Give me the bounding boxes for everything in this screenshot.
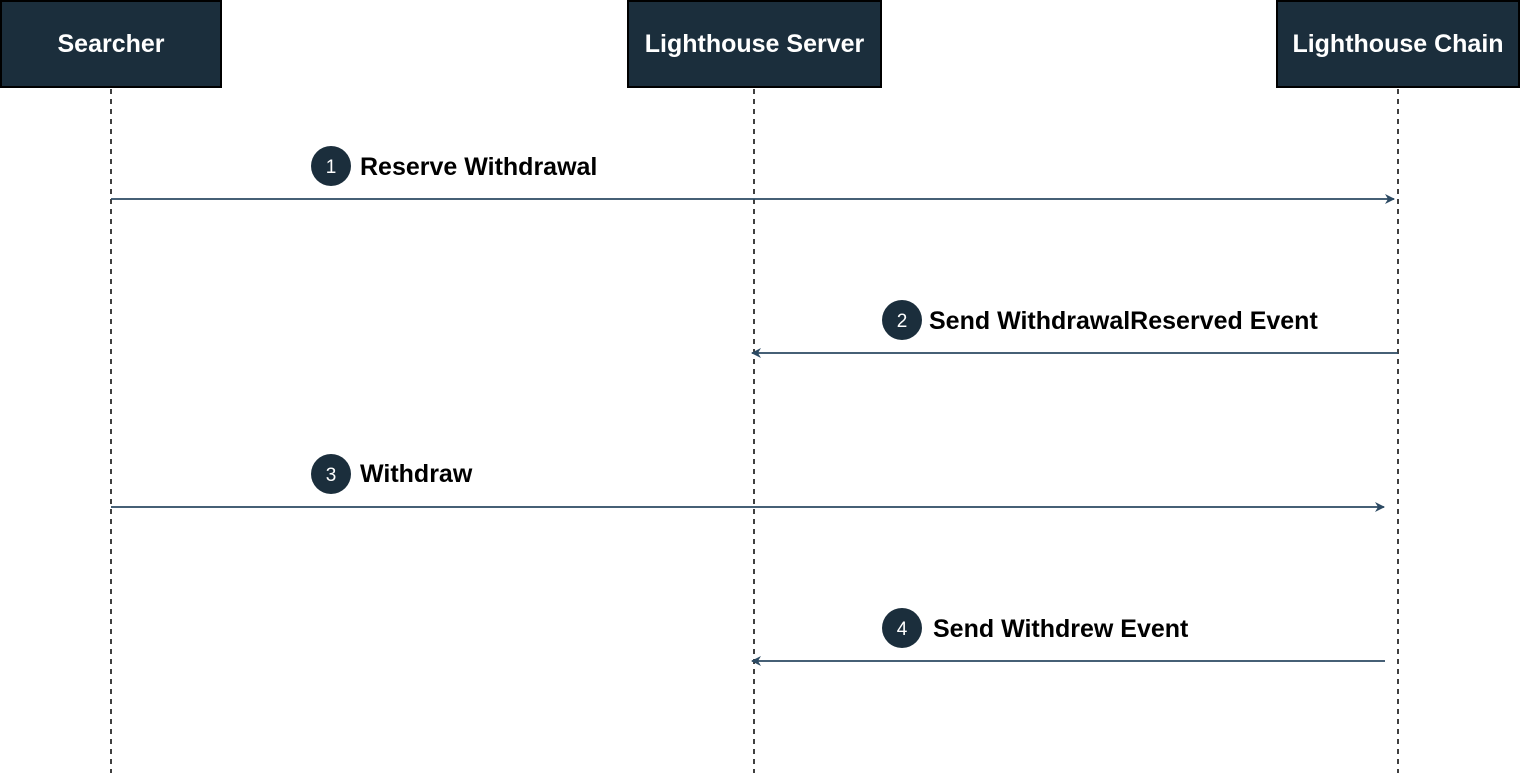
message-2: 2 Send WithdrawalReserved Event bbox=[751, 300, 1398, 358]
step-3-badge bbox=[311, 454, 351, 494]
step-3-number: 3 bbox=[326, 465, 337, 486]
actor-searcher-label: Searcher bbox=[57, 29, 165, 58]
message-3-label: Withdraw bbox=[360, 460, 473, 488]
actor-lighthouse-chain: Lighthouse Chain bbox=[1276, 0, 1520, 88]
message-4-label: Send Withdrew Event bbox=[933, 615, 1189, 643]
message-2-label: Send WithdrawalReserved Event bbox=[929, 307, 1318, 335]
step-2-number: 2 bbox=[897, 311, 908, 332]
actor-lighthouse-server-label: Lighthouse Server bbox=[644, 29, 865, 58]
message-4: 4 Send Withdrew Event bbox=[751, 608, 1385, 666]
actor-lighthouse-chain-label: Lighthouse Chain bbox=[1292, 29, 1504, 58]
step-1-number: 1 bbox=[326, 157, 337, 178]
message-3: 3 Withdraw bbox=[111, 454, 1385, 512]
actor-lighthouse-server: Lighthouse Server bbox=[627, 0, 882, 88]
actor-searcher: Searcher bbox=[0, 0, 222, 88]
step-1-badge bbox=[311, 146, 351, 186]
step-4-badge bbox=[882, 608, 922, 648]
message-1: 1 Reserve Withdrawal bbox=[111, 146, 1395, 204]
message-1-label: Reserve Withdrawal bbox=[360, 153, 597, 181]
step-4-number: 4 bbox=[897, 619, 908, 640]
step-2-badge bbox=[882, 300, 922, 340]
